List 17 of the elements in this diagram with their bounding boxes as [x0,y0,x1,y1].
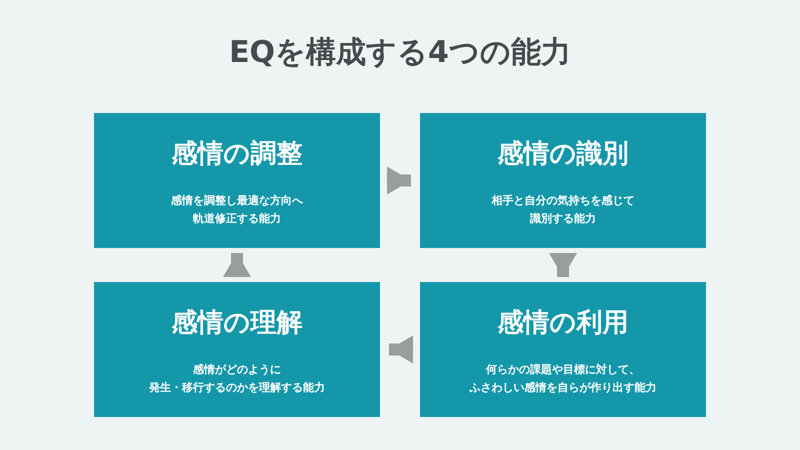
card-description: 感情がどのように発生・移行するのかを理解する能力 [148,362,326,396]
diagram-title: EQを構成する4つの能力 [228,34,572,72]
ability-card [94,282,380,417]
card-description: 相手と自分の気持ちを感じて識別する能力 [490,193,636,228]
card-heading: 感情の識別 [496,139,630,170]
ability-card [420,282,706,417]
card-heading: 感情の調整 [170,139,304,170]
ability-card [420,113,706,248]
card-description: 感情を調整し最適な方向へ軌道修正する能力 [170,193,304,228]
card-heading: 感情の理解 [170,308,304,340]
card-description: 何らかの課題や目標に対して、ふさわしい感情を自らが作り出す能力 [468,362,658,396]
arrow [387,166,411,194]
ability-card [94,113,380,248]
arrow [549,253,577,277]
arrow [389,336,413,364]
card-heading: 感情の利用 [496,308,630,340]
arrow [223,253,251,277]
